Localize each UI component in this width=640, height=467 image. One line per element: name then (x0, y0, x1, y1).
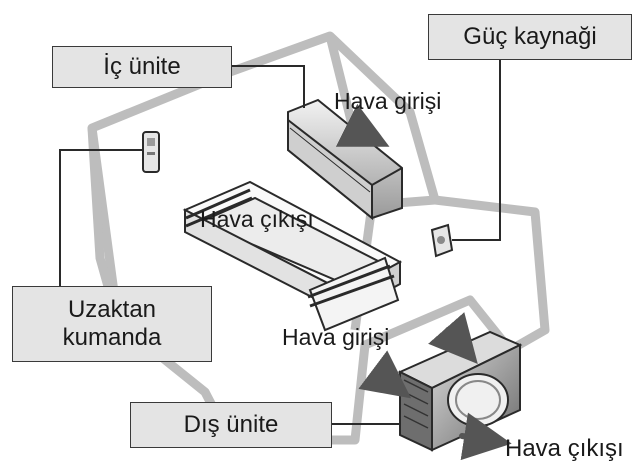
air-outlet-bottom-label: Hava çıkışı (505, 435, 624, 463)
remote-control-text-line2: kumanda (63, 324, 162, 352)
outdoor-unit-label: Dış ünite (130, 402, 332, 448)
indoor-unit-icon (288, 100, 402, 218)
power-supply-label: Güç kaynaği (428, 14, 632, 60)
indoor-unit-label: İç ünite (52, 46, 232, 88)
remote-control-text-line1: Uzaktan (68, 296, 156, 324)
remote-control-icon (143, 132, 159, 172)
outdoor-unit-text: Dış ünite (184, 411, 279, 439)
air-outlet-mid-label: Hava çıkışı (200, 206, 314, 233)
remote-control-label: Uzaktan kumanda (12, 286, 212, 362)
power-supply-text: Güç kaynaği (463, 23, 596, 51)
air-inlet-top-label: Hava girişi (334, 88, 441, 115)
air-inlet-bottom-label: Hava girişi (282, 324, 389, 351)
outdoor-unit-icon (400, 332, 520, 450)
power-outlet-icon (432, 225, 452, 256)
indoor-unit-text: İç ünite (103, 53, 180, 81)
